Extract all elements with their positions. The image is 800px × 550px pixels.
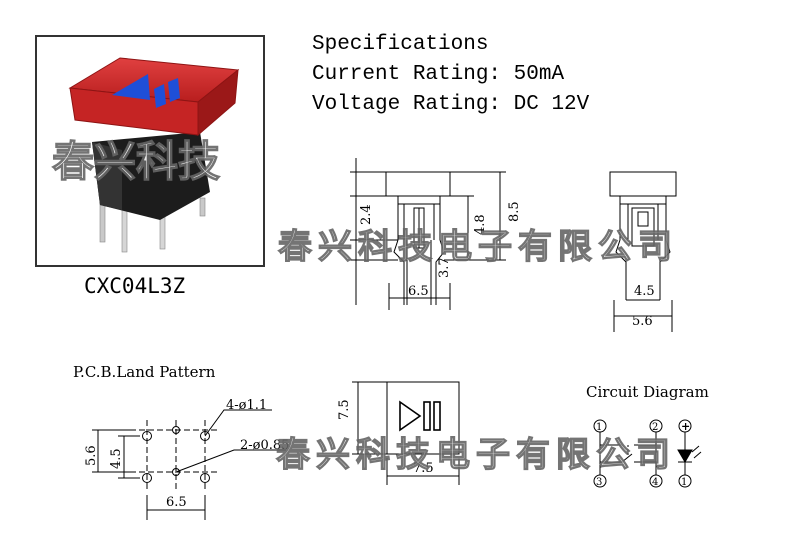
play-symbol-icon — [112, 74, 150, 100]
pcb-land-pattern — [92, 409, 286, 520]
circuit-pin-4: 4 — [652, 477, 658, 488]
top-dim-height: 7.5 — [337, 399, 352, 420]
side-view-drawing — [350, 158, 506, 310]
pcb-dim-outer: 5.6 — [84, 445, 99, 466]
dim-side-top: 2.4 — [359, 204, 374, 225]
top-dim-width: 7.5 — [413, 461, 434, 476]
watermark-upper: 春兴科技电子有限公司 — [278, 227, 678, 267]
circuit-diagram — [593, 419, 702, 488]
front-view-drawing — [609, 171, 677, 332]
circuit-pin-2: 2 — [652, 422, 658, 433]
dim-side-body: 4.8 — [473, 214, 488, 235]
spec-voltage: Voltage Rating: DC 12V — [312, 93, 590, 116]
switch-photo — [68, 57, 240, 253]
photo-watermark: 春兴科技 — [52, 137, 220, 186]
spec-heading: Specifications — [312, 33, 489, 56]
pcb-hole-large: 4-ø1.1 — [226, 398, 267, 413]
spec-current: Current Rating: 50mA — [312, 63, 565, 86]
dim-front-width: 5.6 — [632, 314, 653, 329]
dim-side-width: 6.5 — [408, 284, 429, 299]
dim-front-pins: 4.5 — [634, 284, 655, 299]
pcb-hole-small: 2-ø0.85 — [240, 438, 289, 453]
led-pin-label: 1 — [681, 477, 687, 488]
watermark-lower: 春兴科技电子有限公司 — [276, 435, 676, 475]
dim-side-lead: 3.7 — [437, 257, 452, 278]
pcb-dim-inner: 4.5 — [109, 448, 124, 469]
pcb-dim-width: 6.5 — [166, 495, 187, 510]
circuit-title: Circuit Diagram — [586, 383, 709, 401]
model-number: CXC04L3Z — [84, 274, 186, 298]
pause-bar-icon — [154, 84, 166, 108]
top-view-drawing — [352, 381, 460, 485]
dim-side-total: 8.5 — [507, 201, 522, 222]
pause-bar-icon — [168, 78, 180, 102]
circuit-pin-3: 3 — [596, 477, 602, 488]
circuit-pin-1: 1 — [596, 422, 602, 433]
pcb-title: P.C.B.Land Pattern — [73, 363, 216, 381]
led-positive-label: + — [681, 420, 690, 433]
